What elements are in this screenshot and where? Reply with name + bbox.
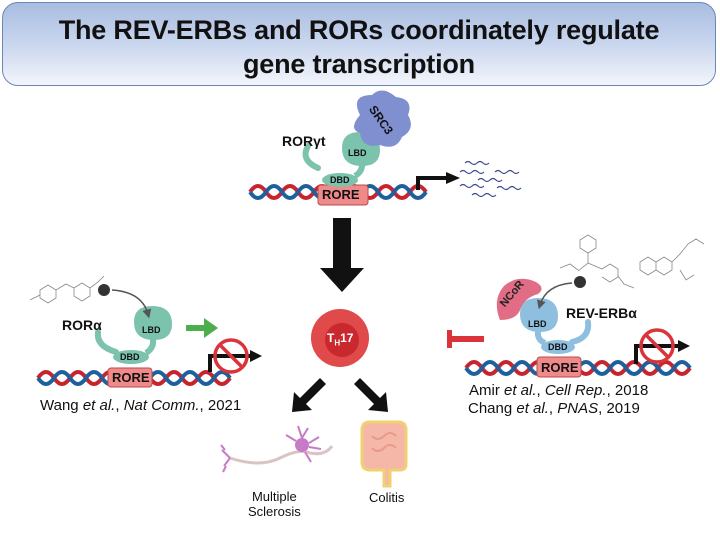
left-ligand — [98, 284, 110, 296]
cite-year: 2021 — [207, 397, 242, 414]
title-line-1: The REV-ERBs and RORs coordinately regul… — [58, 15, 660, 45]
citation-chang: Chang et al., PNAS, 2019 — [468, 400, 640, 417]
ncor-protein — [496, 278, 542, 320]
th17-num: 17 — [340, 331, 354, 345]
top-rore-label: RORE — [322, 187, 360, 202]
right-lbd — [520, 298, 558, 332]
cite-journal: Cell Rep. — [544, 382, 607, 399]
right-rore-box — [536, 356, 582, 378]
arrow-to-colitis — [354, 378, 388, 412]
cite-author: Amir — [469, 382, 500, 399]
citation-wang: Wang et al., Nat Comm., 2021 — [40, 397, 242, 414]
right-dbd — [541, 340, 575, 354]
cite-author: Wang — [40, 397, 79, 414]
right-ligand — [574, 276, 586, 288]
left-rore-box — [107, 367, 153, 388]
page-title: The REV-ERBs and RORs coordinately regul… — [3, 13, 715, 81]
right-ligand-arrow — [536, 282, 573, 310]
down-arrow — [320, 218, 364, 292]
right-lbd-label: LBD — [528, 319, 547, 329]
left-lbd-label: LBD — [142, 325, 161, 335]
left-blocked-transcription — [208, 338, 262, 374]
top-tss-arrow — [416, 172, 460, 190]
mrna-transcripts — [459, 160, 522, 198]
src3-protein — [354, 90, 411, 147]
left-compound-structure — [29, 275, 105, 304]
th17-h: H — [334, 338, 341, 348]
top-ror-arm — [302, 143, 321, 171]
cite-year: 2019 — [606, 400, 640, 417]
top-lbd-label: LBD — [348, 148, 367, 158]
right-blocked-transcription — [634, 328, 690, 364]
top-dbd-label: DBD — [330, 175, 350, 185]
top-dbd — [322, 173, 358, 187]
ror-gamma-t-label: RORγt — [282, 133, 326, 149]
cite-journal: Nat Comm. — [123, 397, 200, 414]
cite-author: Chang — [468, 400, 513, 417]
right-dbd-label: DBD — [548, 342, 568, 352]
cite-etal: et al. — [82, 397, 116, 414]
left-dbd-label: DBD — [120, 352, 140, 362]
ms-line-2: Sclerosis — [248, 504, 301, 519]
cite-year: 2018 — [614, 382, 649, 399]
left-rore-label: RORE — [112, 370, 150, 385]
ror-alpha-label: RORα — [62, 317, 102, 333]
right-compound-structures — [559, 234, 705, 289]
rev-erb-alpha-label: REV-ERBα — [566, 305, 637, 321]
left-ligand-arrow — [111, 289, 152, 319]
activate-arrow — [186, 318, 218, 338]
cite-journal: PNAS — [557, 400, 599, 417]
left-dbd — [113, 350, 149, 364]
cite-etal: et al. — [516, 400, 549, 417]
right-rore-label: RORE — [541, 360, 579, 375]
colon-illustration — [360, 420, 408, 488]
neuron-illustration — [220, 425, 334, 473]
title-banner: The REV-ERBs and RORs coordinately regul… — [2, 2, 716, 86]
colitis-label: Colitis — [369, 490, 405, 505]
inhibit-bar — [447, 330, 484, 348]
title-line-2: gene transcription — [243, 49, 475, 79]
ms-line-1: Multiple — [251, 489, 297, 504]
left-ror-arm — [94, 329, 119, 355]
arrow-to-ms — [292, 378, 326, 412]
th17-label: TH17 — [327, 331, 353, 347]
th17-t: T — [327, 331, 335, 345]
th17-nucleus — [325, 323, 359, 357]
citation-amir: Amir et al., Cell Rep., 2018 — [469, 382, 649, 399]
right-reverb-arm — [569, 319, 592, 345]
cite-etal: et al. — [504, 382, 537, 399]
